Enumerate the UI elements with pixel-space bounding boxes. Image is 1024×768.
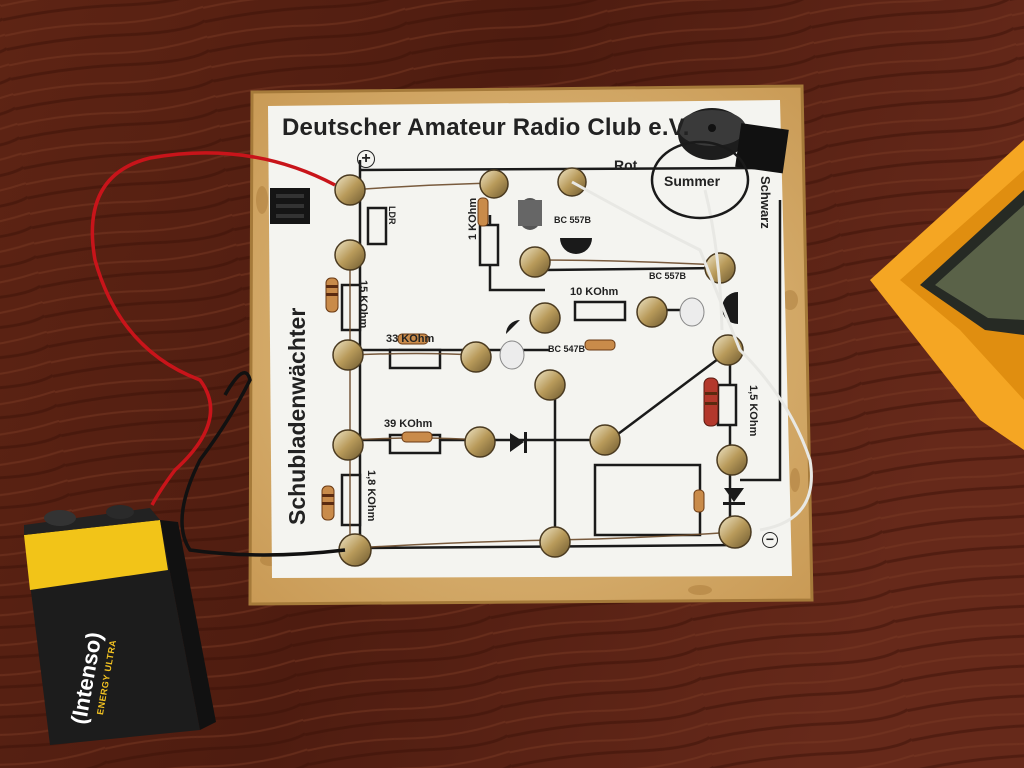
label-summer: Summer xyxy=(664,173,721,189)
label-1-5kohm: 1,5 KOhm xyxy=(747,385,759,437)
label-t1: BC 557B xyxy=(554,215,592,225)
board-title: Deutscher Amateur Radio Club e.V. xyxy=(282,114,690,141)
label-15kohm: 15 KOhm xyxy=(357,280,369,329)
label-1-8kohm: 1,8 KOhm xyxy=(365,470,377,522)
black-wire xyxy=(180,371,346,557)
battery xyxy=(24,505,216,745)
printed-diode-symbols xyxy=(510,432,745,505)
label-t3: BC 547B xyxy=(548,344,586,354)
label-schwarz: Schwarz xyxy=(758,176,773,229)
pin-header xyxy=(270,188,310,224)
minus-symbol: − xyxy=(762,532,778,548)
label-rot: Rot xyxy=(614,157,638,173)
label-33kohm: 33 KOhm xyxy=(386,333,435,345)
white-wires xyxy=(571,180,813,532)
label-39kohm: 39 KOhm xyxy=(384,418,433,430)
plus-symbol: + xyxy=(357,150,375,168)
label-10kohm: 10 KOhm xyxy=(570,286,619,298)
multimeter xyxy=(870,140,1024,450)
red-wire xyxy=(90,151,336,506)
label-1kohm: 1 KOhm xyxy=(467,197,479,240)
side-title: Schubladenwächter xyxy=(284,307,310,525)
transistors xyxy=(499,198,705,370)
label-ldr: LDR xyxy=(387,206,397,225)
resistors xyxy=(321,197,719,521)
label-t2: BC 557B xyxy=(649,271,687,281)
paper-sheet xyxy=(268,100,792,578)
buzzer xyxy=(650,108,789,220)
